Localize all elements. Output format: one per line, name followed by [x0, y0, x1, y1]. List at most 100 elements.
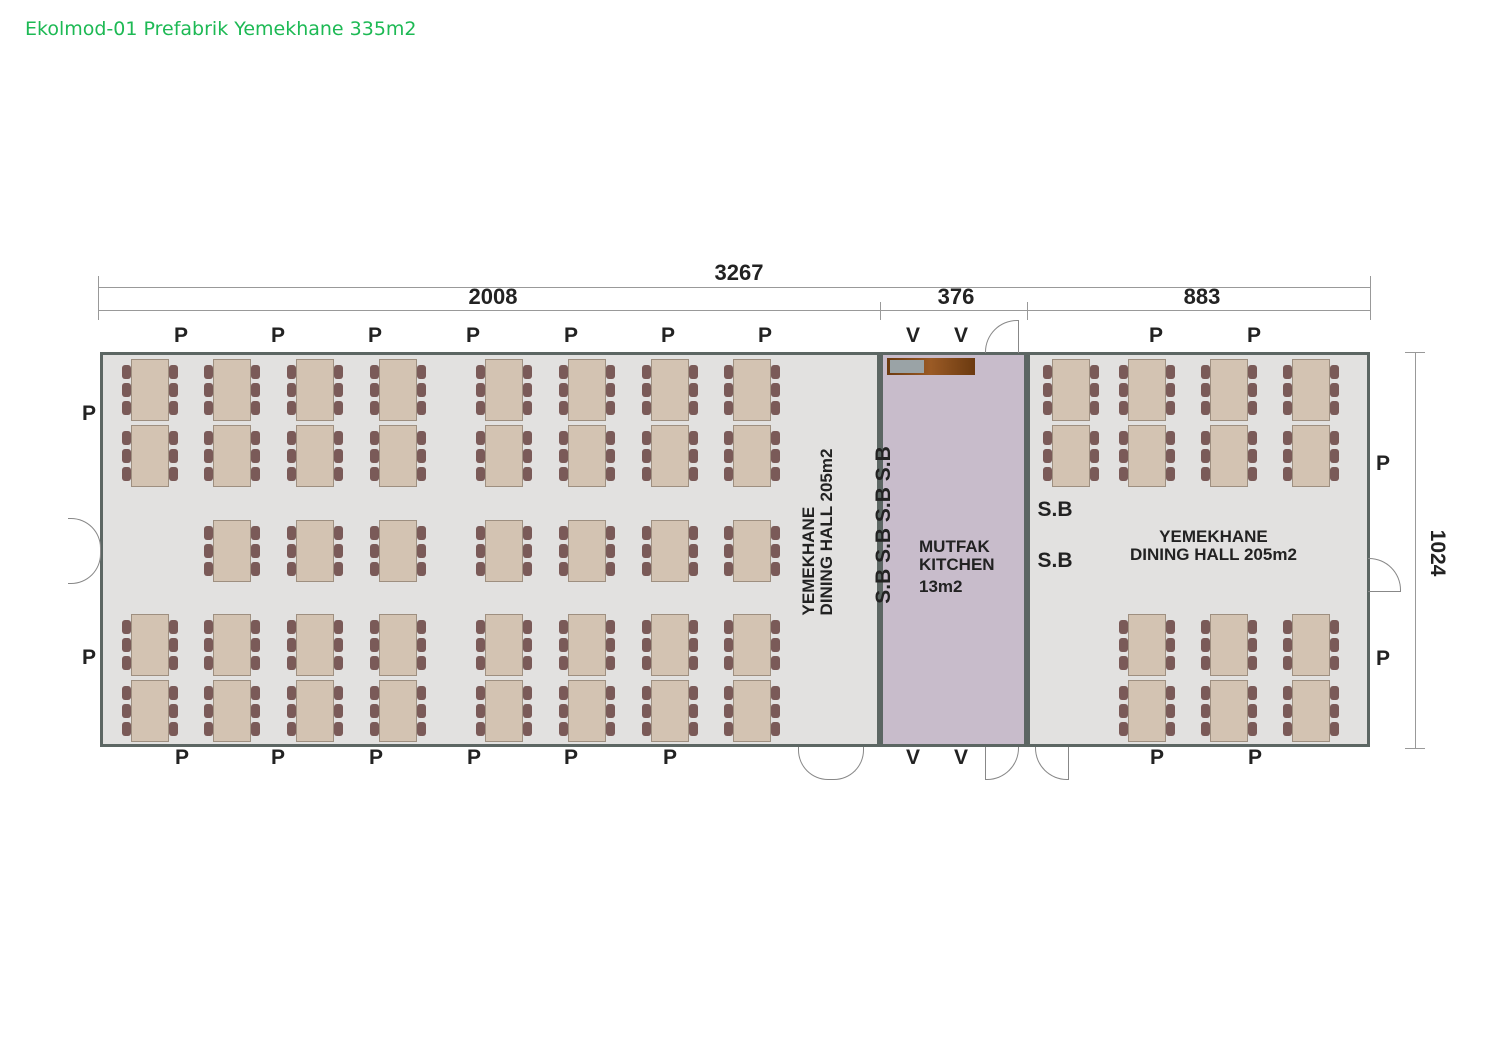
chair: [559, 383, 568, 397]
chair: [476, 365, 485, 379]
chair: [523, 562, 532, 576]
chair: [1119, 365, 1128, 379]
chair: [523, 431, 532, 445]
chair: [251, 620, 260, 634]
dining-table: [1052, 359, 1090, 421]
chair: [204, 722, 213, 736]
chair: [417, 638, 426, 652]
chair: [476, 638, 485, 652]
chair: [689, 562, 698, 576]
chair: [1166, 704, 1175, 718]
chair: [1119, 656, 1128, 670]
chair: [287, 620, 296, 634]
chair: [204, 526, 213, 540]
chair: [370, 431, 379, 445]
chair: [334, 686, 343, 700]
chair: [476, 526, 485, 540]
chair: [251, 383, 260, 397]
chair: [606, 704, 615, 718]
chair: [1330, 656, 1339, 670]
window-label: P: [270, 746, 286, 769]
chair: [724, 638, 733, 652]
chair: [1090, 431, 1099, 445]
dimension-tick: [1405, 352, 1425, 353]
chair: [334, 467, 343, 481]
chair: [1119, 704, 1128, 718]
chair: [559, 704, 568, 718]
dining-table: [131, 359, 169, 421]
vent-label: V: [953, 324, 969, 347]
chair: [1283, 620, 1292, 634]
window-label: P: [367, 324, 383, 347]
chair: [1248, 431, 1257, 445]
chair: [724, 620, 733, 634]
dimension-height: 1024: [1426, 529, 1449, 577]
chair: [642, 704, 651, 718]
chair: [169, 383, 178, 397]
dining-table: [568, 680, 606, 742]
chair: [169, 722, 178, 736]
chair: [204, 562, 213, 576]
chair: [370, 449, 379, 463]
kitchen-label: MUTFAK KITCHEN 13m2: [919, 538, 995, 596]
chair: [417, 526, 426, 540]
chair: [1201, 686, 1210, 700]
dining-table: [651, 520, 689, 582]
chair: [724, 526, 733, 540]
chair: [251, 704, 260, 718]
chair: [370, 686, 379, 700]
chair: [1201, 365, 1210, 379]
chair: [606, 449, 615, 463]
chair: [1248, 656, 1257, 670]
chair: [1201, 638, 1210, 652]
dining-table: [213, 359, 251, 421]
chair: [771, 544, 780, 558]
chair: [476, 383, 485, 397]
chair: [642, 383, 651, 397]
chair: [1283, 722, 1292, 736]
dining-table: [485, 614, 523, 676]
chair: [1248, 638, 1257, 652]
dimension-tick: [1027, 302, 1028, 320]
dining-table: [485, 425, 523, 487]
door-right-bottom: [1035, 747, 1069, 780]
chair: [204, 544, 213, 558]
chair: [642, 686, 651, 700]
chair: [334, 526, 343, 540]
kitchen-area: 13m2: [919, 577, 963, 596]
dining-table: [1210, 425, 1248, 487]
window-label: P: [368, 746, 384, 769]
chair: [1283, 704, 1292, 718]
chair: [771, 431, 780, 445]
chair: [606, 620, 615, 634]
chair: [1283, 656, 1292, 670]
chair: [771, 620, 780, 634]
chair: [559, 686, 568, 700]
dimension-line-segments: [98, 310, 1370, 311]
chair: [169, 431, 178, 445]
chair: [771, 704, 780, 718]
dining-table: [733, 614, 771, 676]
dimension-middle: 376: [937, 284, 975, 309]
door-kitchen-top: [985, 320, 1019, 353]
chair: [169, 620, 178, 634]
window-label: P: [270, 324, 286, 347]
chair: [169, 656, 178, 670]
dining-table: [379, 614, 417, 676]
chair: [1119, 431, 1128, 445]
dimension-tick: [880, 302, 881, 320]
chair: [689, 467, 698, 481]
chair: [251, 401, 260, 415]
chair: [1283, 449, 1292, 463]
chair: [122, 365, 131, 379]
chair: [606, 656, 615, 670]
chair: [1043, 401, 1052, 415]
chair: [204, 704, 213, 718]
chair: [287, 722, 296, 736]
chair: [417, 544, 426, 558]
chair: [122, 722, 131, 736]
chair: [606, 722, 615, 736]
chair: [1201, 449, 1210, 463]
dining-table: [213, 425, 251, 487]
dining-table: [1210, 614, 1248, 676]
